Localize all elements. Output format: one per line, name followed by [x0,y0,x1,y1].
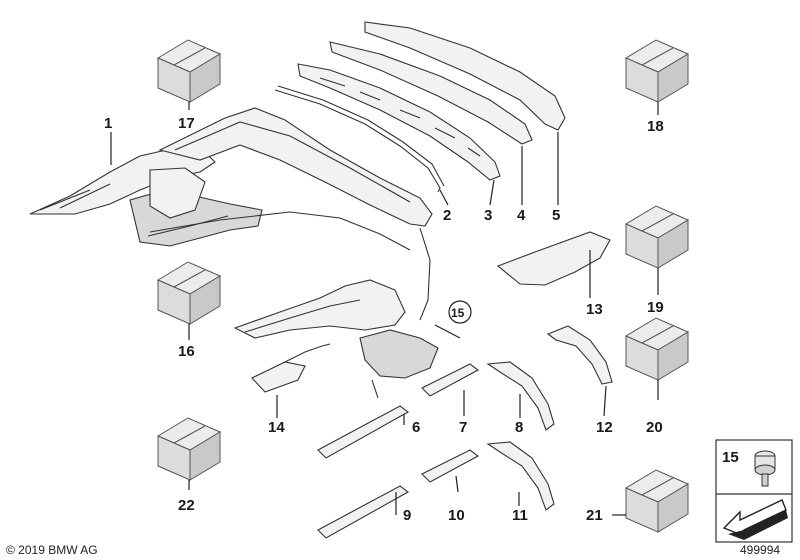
callout-4: 4 [517,207,526,224]
callout-14: 14 [268,419,285,436]
callout-13: 13 [586,301,603,318]
part-9-strip[interactable] [317,485,410,539]
callout-17: 17 [178,115,195,132]
diagram-id: 499994 [740,543,780,557]
part-13-panel[interactable] [496,231,611,286]
part-12-curved-strip[interactable] [546,325,613,385]
part-11-curved-strip[interactable] [486,441,555,511]
leader-lines [110,102,659,516]
callout-22: 22 [178,497,195,514]
part-10-strip[interactable] [421,449,480,483]
box-22[interactable] [156,417,222,481]
bolt-icon [754,450,776,487]
callout-19: 19 [647,299,664,316]
callout-20: 20 [646,419,663,436]
callout-15-circled: 15 [448,300,472,324]
part-2-seal[interactable] [274,85,445,193]
callout-11: 11 [512,507,528,524]
part-5-seal[interactable] [364,21,566,131]
callout-9: 9 [403,507,411,524]
callout-15: 15 [451,306,465,320]
box-19[interactable] [624,205,690,269]
box-18[interactable] [624,39,690,103]
callout-16: 16 [178,343,195,360]
callout-12: 12 [596,419,613,436]
callout-8: 8 [515,419,523,436]
roof-frame-crossbar[interactable] [149,107,433,321]
callout-1: 1 [104,115,112,132]
part-6-strip[interactable] [317,405,410,459]
box-21[interactable] [624,469,690,533]
callout-7: 7 [459,419,467,436]
box-17[interactable] [156,39,222,103]
legend-box: 15 [715,439,793,543]
callout-21: 21 [586,507,603,524]
callout-5: 5 [552,207,560,224]
box-16[interactable] [156,261,222,325]
callout-2: 2 [443,207,451,224]
part-4-seal[interactable] [329,41,533,145]
box-20[interactable] [624,317,690,381]
callout-18: 18 [647,118,664,135]
copyright-text: © 2019 BMW AG [6,543,98,557]
legend-label-15: 15 [722,449,739,466]
part-7-strip[interactable] [421,363,480,397]
part-3-seal[interactable] [297,63,501,181]
part-14-bracket[interactable] [251,343,331,393]
callout-10: 10 [448,507,465,524]
part-8-curved-strip[interactable] [486,361,555,431]
roof-frame-lower[interactable] [233,279,439,399]
callout-3: 3 [484,207,492,224]
part-1-roof-frame[interactable] [29,147,263,247]
arrow-icon [722,499,788,540]
callout-6: 6 [412,419,420,436]
